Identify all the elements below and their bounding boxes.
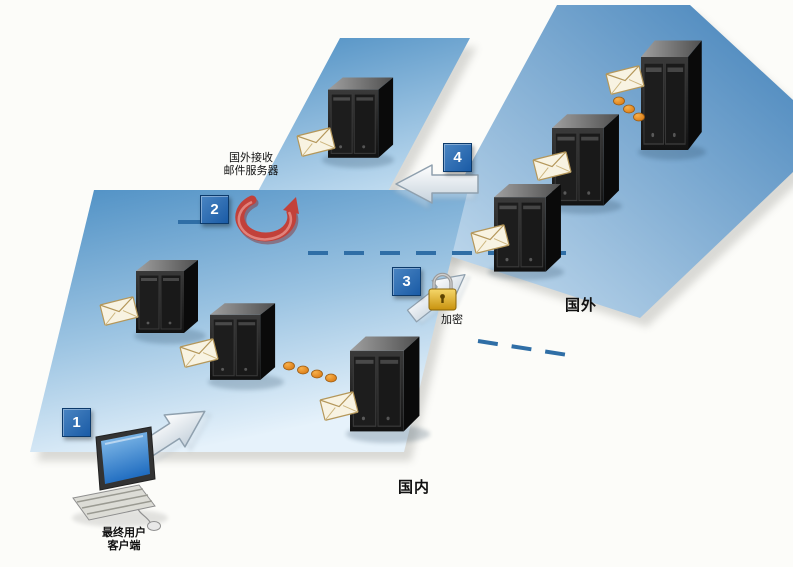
- label-end-user-client: 最终用户 客户端: [102, 527, 146, 552]
- step-number: 2: [210, 201, 219, 218]
- label-region-foreign: 国外: [565, 297, 598, 314]
- step-badge-2: 2: [200, 195, 229, 224]
- server-group-foreign-upper: [322, 76, 394, 168]
- keyboard-icon: [72, 484, 156, 521]
- step-number: 1: [72, 414, 81, 431]
- mail-queue-dots-icon: [283, 361, 337, 383]
- step-badge-3: 3: [392, 267, 421, 296]
- dashed-connector: [477, 339, 575, 358]
- server-icon: [209, 302, 276, 381]
- label-foreign-receive-server: 国外接收 邮件服务器: [223, 152, 279, 177]
- mouse-icon: [147, 521, 161, 531]
- mail-queue-dots-icon: [613, 96, 645, 122]
- step-number: 3: [402, 273, 411, 290]
- step-number: 4: [453, 149, 462, 166]
- label-encryption: 加密: [441, 314, 463, 326]
- server-group-domestic: [134, 259, 430, 443]
- red-loop-arrow-icon: [235, 195, 299, 245]
- server-icon: [327, 76, 394, 159]
- step-badge-4: 4: [443, 143, 472, 172]
- label-region-domestic: 国内: [398, 479, 431, 496]
- monitor-screen: [101, 432, 150, 484]
- server-icon: [135, 259, 199, 334]
- step-badge-1: 1: [62, 408, 91, 437]
- server-icon: [640, 39, 703, 151]
- server-group-foreign: [488, 39, 706, 280]
- encryption-lock-icon: [428, 272, 457, 311]
- client-computer-icon: [72, 426, 168, 531]
- server-icon: [349, 335, 421, 433]
